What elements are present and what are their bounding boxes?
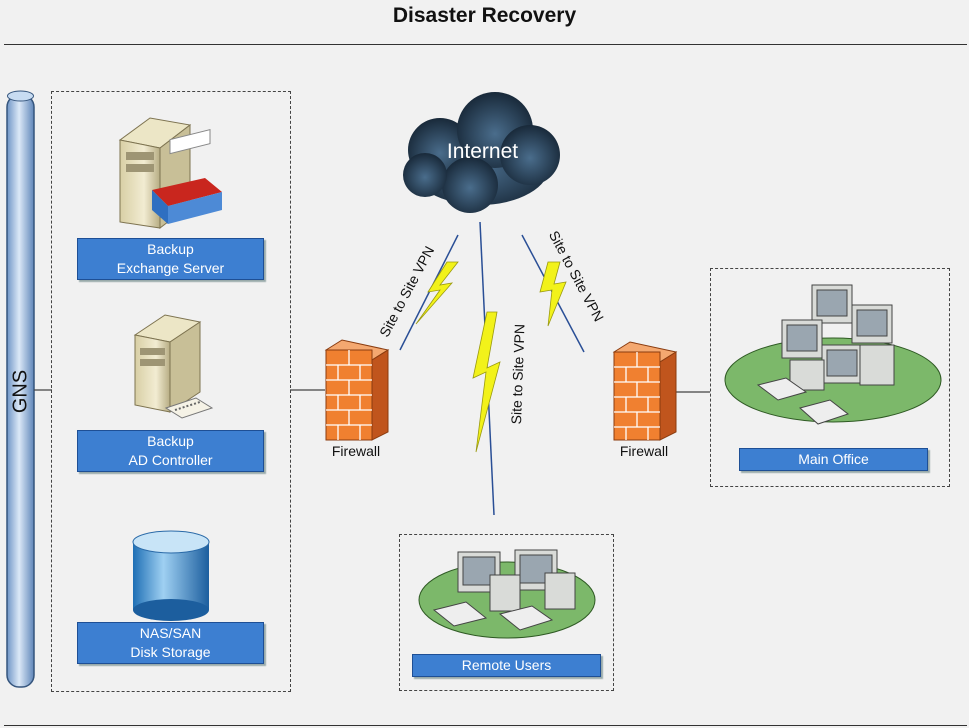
remote-users-label[interactable]: Remote Users (412, 654, 601, 677)
exchange-server-label-line2: Exchange Server (116, 260, 225, 276)
ad-controller-icon (133, 314, 214, 419)
main-office-label[interactable]: Main Office (739, 448, 928, 471)
ad-controller-label[interactable]: Backup AD Controller (77, 430, 264, 472)
top-divider (4, 44, 967, 45)
server-group (51, 91, 291, 692)
diagram-title: Disaster Recovery (392, 4, 577, 27)
bottom-divider (4, 725, 967, 726)
ad-controller-label-line1: Backup (147, 433, 194, 449)
internet-label: Internet (446, 140, 519, 163)
ad-controller-label-line2: AD Controller (128, 452, 213, 468)
firewall-right-label: Firewall (619, 443, 669, 459)
firewall-right-icon (612, 341, 678, 441)
lightning-icon (415, 261, 459, 325)
storage-label-line1: NAS/SAN (139, 625, 202, 641)
main-office-computers-icon (724, 284, 942, 425)
exchange-server-icon (118, 117, 222, 230)
storage-label[interactable]: NAS/SAN Disk Storage (77, 622, 264, 664)
lightning-icon (539, 261, 567, 327)
lightning-icon (472, 311, 501, 453)
vpn-link-left (399, 234, 459, 351)
storage-label-line2: Disk Storage (130, 644, 211, 660)
internet-cloud-icon (403, 92, 560, 213)
remote-users-label-text: Remote Users (461, 657, 552, 673)
firewall-left-icon (324, 339, 390, 441)
firewall-left-label: Firewall (331, 443, 381, 459)
exchange-server-label-line1: Backup (147, 241, 194, 257)
exchange-server-label[interactable]: Backup Exchange Server (77, 238, 264, 280)
main-office-group (710, 268, 950, 487)
gns-pipe (6, 90, 35, 688)
remote-users-computers-icon (418, 549, 596, 639)
disk-storage-icon (132, 530, 210, 621)
gns-label: GNS (9, 369, 32, 414)
remote-users-group (399, 534, 614, 691)
main-office-label-text: Main Office (798, 451, 869, 467)
